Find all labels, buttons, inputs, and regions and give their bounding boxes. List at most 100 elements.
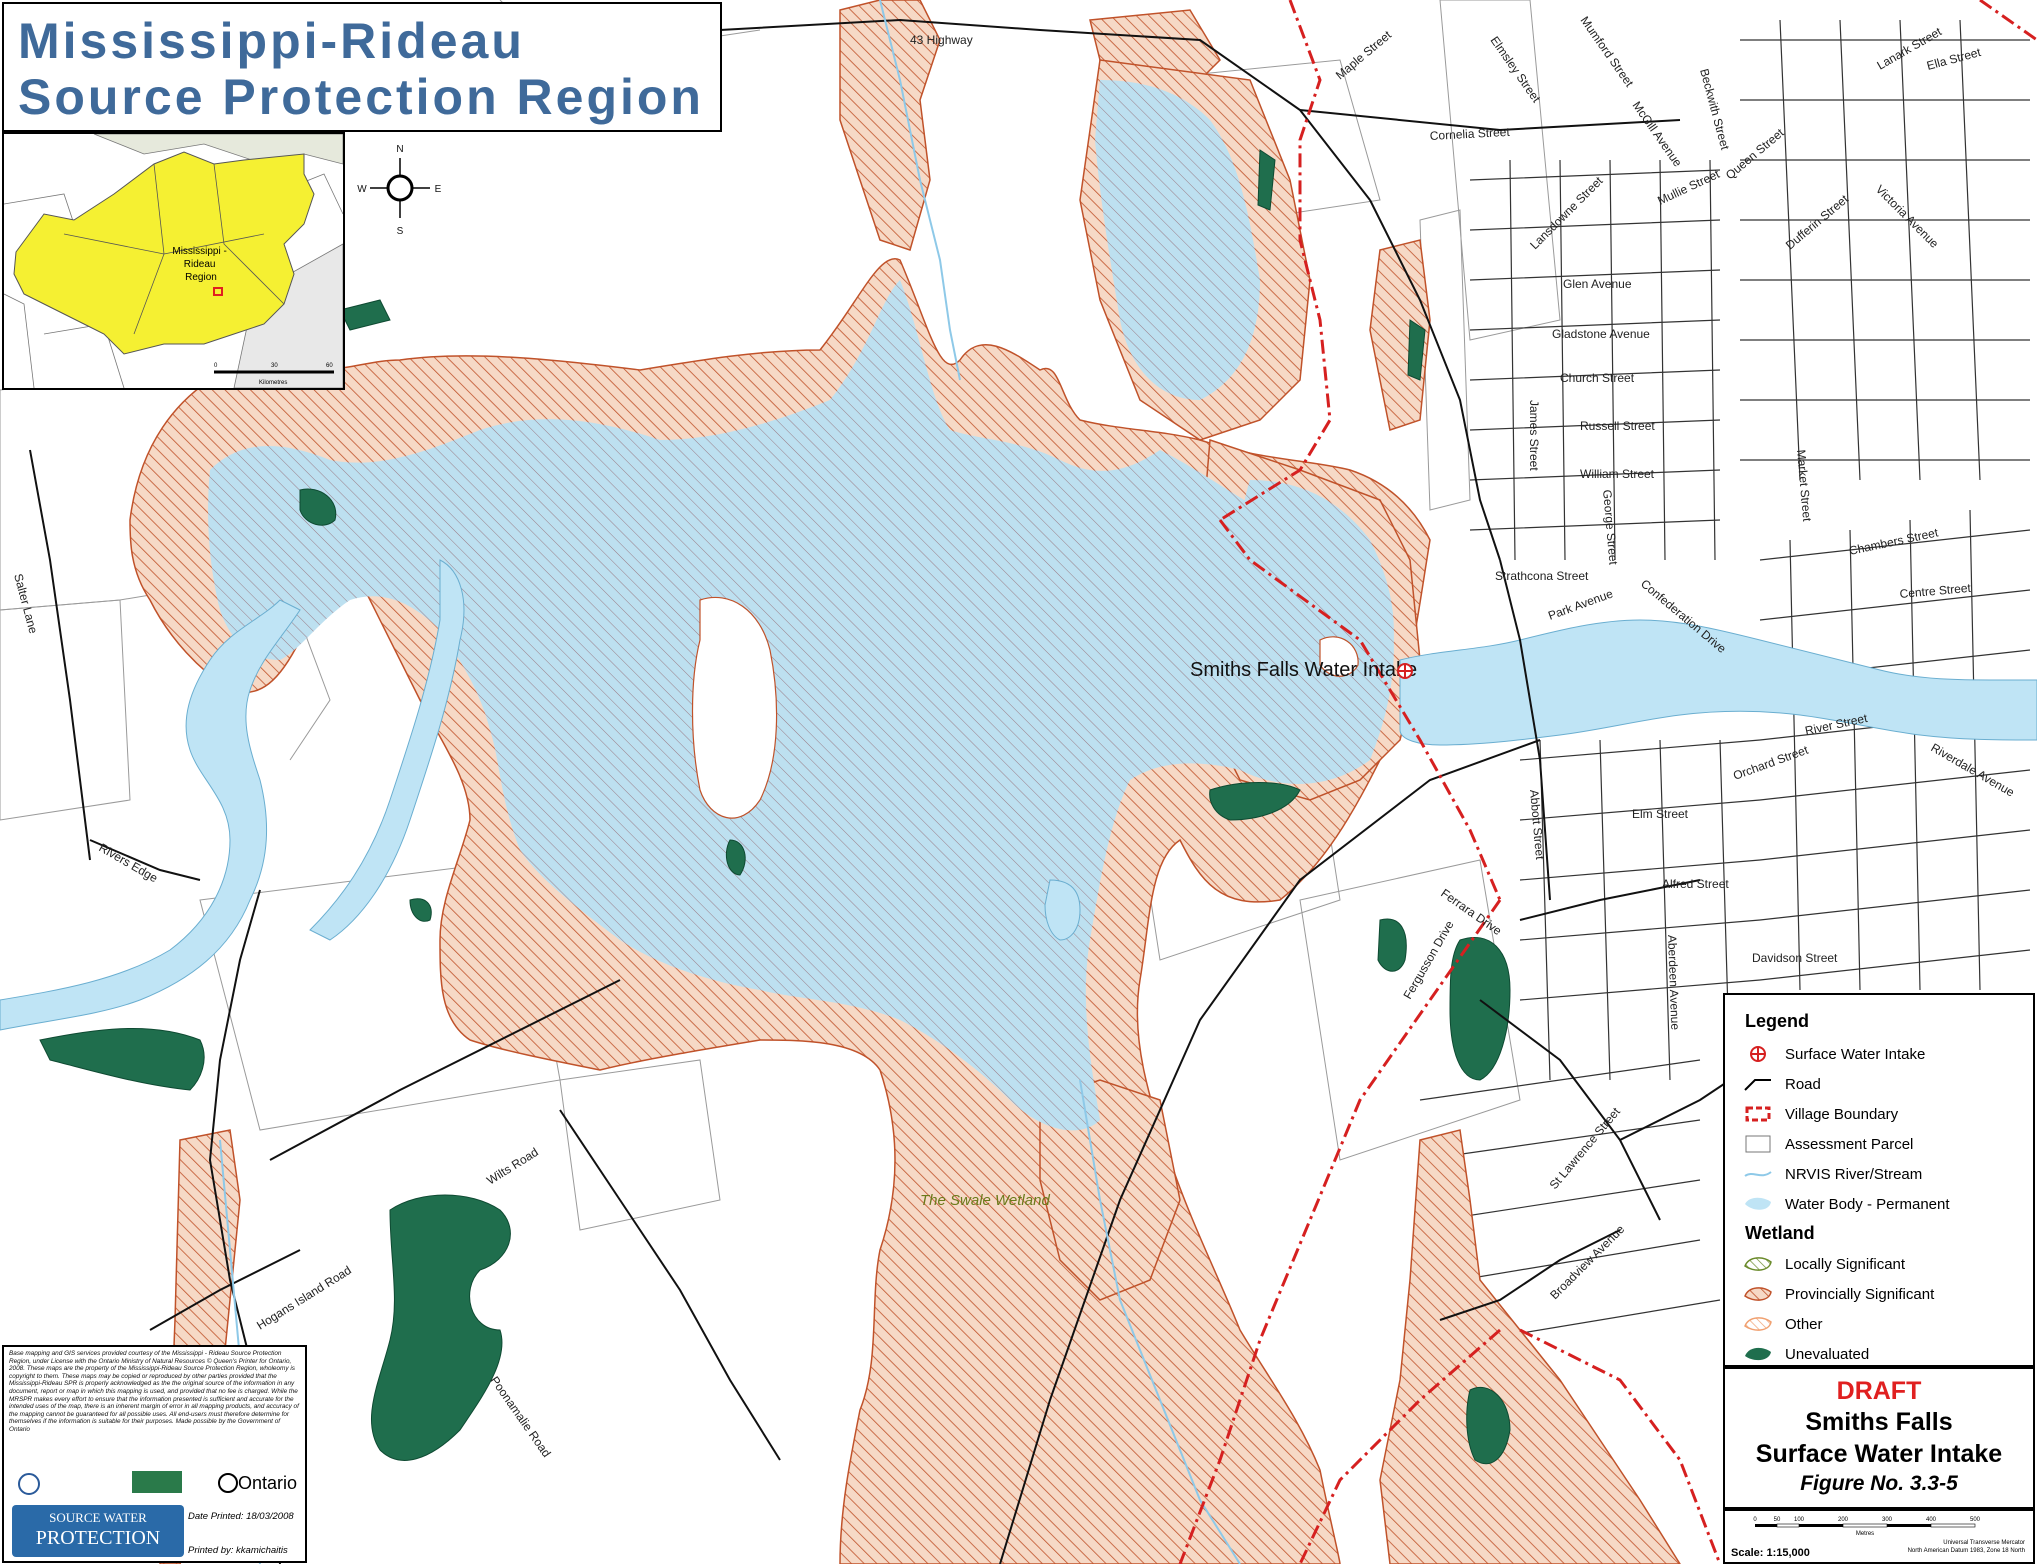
scale-tick-0: 0	[1753, 1517, 1757, 1523]
scale-block: 0 50 100 200 300 400 500 Metres Universa…	[1723, 1509, 2035, 1564]
legend-label-stream: NRVIS River/Stream	[1785, 1165, 1923, 1183]
legend-item-other-wetland: Other	[1743, 1313, 1823, 1335]
legend-item-local-wetland: Locally Significant	[1743, 1253, 1905, 1275]
local-wetland-icon	[1743, 1254, 1773, 1274]
intake-icon	[1743, 1044, 1773, 1064]
legend-item-water: Water Body - Permanent	[1743, 1193, 1950, 1215]
legend-title: Legend	[1745, 1011, 1810, 1031]
north-arrow-n: N	[396, 144, 403, 155]
intake-label: Smiths Falls Water Intake	[1190, 659, 1417, 681]
scale-tick-100: 100	[1794, 1517, 1805, 1523]
legend-label-water: Water Body - Permanent	[1785, 1195, 1950, 1213]
legend-label-intake: Surface Water Intake	[1785, 1045, 1926, 1063]
inset-region-label-line1: Mississippi -	[172, 246, 226, 257]
unevaluated-wetlands	[39, 149, 1511, 1465]
road-label-james: James Street	[1527, 400, 1541, 471]
swp-logo-line2: PROTECTION	[35, 1527, 161, 1549]
road-label-market: Market Street	[1794, 449, 1814, 523]
north-arrow: N S E W	[357, 144, 441, 237]
swp-logo-line1: SOURCE WATER	[49, 1510, 147, 1525]
source-water-protection-logo: SOURCE WATER PROTECTION	[12, 1505, 184, 1557]
water-bodies	[0, 559, 2037, 1031]
legend-item-stream: NRVIS River/Stream	[1743, 1163, 1922, 1185]
legend-item-road: Road	[1743, 1073, 1821, 1095]
road-label-abbott: Abbott Street	[1527, 789, 1547, 861]
road-label-strathcona: Strathcona Street	[1495, 569, 1589, 583]
inset-region-label-line3: Region	[185, 272, 217, 283]
legend-item-parcel: Assessment Parcel	[1743, 1133, 1913, 1155]
scale-tick-200: 200	[1838, 1517, 1849, 1523]
inset-region-label: Mississippi - Rideau Region	[172, 246, 229, 283]
north-arrow-e: E	[435, 184, 442, 195]
scale-tick-500: 500	[1970, 1517, 1981, 1523]
road-label-george: George Street	[1600, 489, 1621, 566]
scale-tick-400: 400	[1926, 1517, 1937, 1523]
map-legend: Legend Surface Water Intake Road Village…	[1723, 993, 2035, 1367]
road-label-highway: 43 Highway	[910, 33, 973, 47]
wetland-name-label: The Swale Wetland	[920, 1192, 1050, 1209]
legend-label-other-wetland: Other	[1785, 1315, 1823, 1333]
figure-title-line2: Surface Water Intake	[1755, 1440, 2003, 1468]
legend-item-intake: Surface Water Intake	[1743, 1043, 1925, 1065]
legend-label-boundary: Village Boundary	[1785, 1105, 1899, 1123]
intake-marker[interactable]	[1397, 663, 1413, 679]
credits-block: Base mapping and GIS services provided c…	[2, 1345, 307, 1563]
figure-number: Figure No. 3.3-5	[1800, 1472, 1958, 1495]
ontario-logo-text: Ontario	[238, 1473, 298, 1493]
provincial-wetland-icon	[1743, 1284, 1773, 1304]
scale-units: Metres	[1856, 1531, 1874, 1537]
road-label-glen: Glen Avenue	[1563, 277, 1632, 291]
road-label-alfred: Alfred Street	[1662, 877, 1729, 891]
north-arrow-w: W	[357, 184, 367, 195]
inset-scale-mid: 30	[271, 363, 278, 369]
road-label-aberdeen: Aberdeen Avenue	[1665, 935, 1682, 1031]
inset-scale-right: 60	[326, 363, 333, 369]
conservation-logo-icon	[18, 1473, 40, 1495]
legend-item-boundary: Village Boundary	[1743, 1103, 1898, 1125]
road-label-church: Church Street	[1560, 371, 1635, 385]
road-label-elm: Elm Street	[1632, 807, 1689, 821]
boundary-icon	[1743, 1104, 1773, 1124]
scale-tick-300: 300	[1882, 1517, 1893, 1523]
date-printed: Date Printed: 18/03/2008	[188, 1511, 294, 1522]
parcel-icon	[1743, 1134, 1773, 1154]
road-label-russell: Russell Street	[1580, 419, 1655, 433]
draft-label: DRAFT	[1836, 1377, 1922, 1405]
scale-datum: North American Datum 1983, Zone 18 North	[1908, 1548, 2025, 1554]
legend-label-local-wetland: Locally Significant	[1785, 1255, 1906, 1273]
legend-label-unevaluated-wetland: Unevaluated	[1785, 1345, 1870, 1363]
figure-title-line1: Smiths Falls	[1805, 1408, 1953, 1436]
legend-item-unevaluated-wetland: Unevaluated	[1743, 1343, 1869, 1365]
scale-bar	[1755, 1523, 1976, 1528]
map-title-line2: Source Protection Region	[18, 69, 704, 125]
inset-location-marker	[213, 287, 223, 296]
legend-wetland-heading: Wetland	[1745, 1223, 1815, 1243]
other-wetland-icon	[1743, 1314, 1773, 1334]
wetland-interior-patches	[691, 596, 1359, 819]
printed-by: Printed by: kkamichaitis	[188, 1545, 288, 1556]
disclaimer-text: Base mapping and GIS services provided c…	[9, 1350, 299, 1433]
legend-label-road: Road	[1785, 1075, 1821, 1093]
inset-scale-units: Kilometres	[259, 380, 287, 386]
roads	[29, 18, 1761, 1564]
village-boundary	[1178, 0, 2037, 1564]
feature-labels: Smiths Falls Water Intake The Swale Wetl…	[920, 659, 1417, 1209]
road-label-davidson: Davidson Street	[1752, 951, 1838, 965]
map-title-line1: Mississippi-Rideau	[18, 13, 525, 69]
road-label-centre: Centre Street	[1899, 581, 1972, 601]
valley-logo-icon	[132, 1471, 182, 1493]
partner-logos: Ontario	[12, 1467, 302, 1497]
road-label-william: William Street	[1580, 467, 1655, 481]
inset-scale-left: 0	[214, 363, 218, 369]
inset-region-label-line2: Rideau	[184, 259, 216, 270]
legend-label-provincial-wetland: Provincially Significant	[1785, 1285, 1935, 1303]
scale-projection: Universal Transverse Mercator	[1943, 1540, 2025, 1546]
map-title-box: Mississippi-Rideau Source Protection Reg…	[2, 2, 722, 132]
road-icon	[1743, 1074, 1773, 1094]
water-icon	[1743, 1194, 1773, 1214]
scale-ratio: Scale: 1:15,000	[1731, 1547, 1810, 1559]
north-arrow-s: S	[397, 226, 404, 237]
trillium-icon	[218, 1473, 238, 1493]
legend-item-provincial-wetland: Provincially Significant	[1743, 1283, 1934, 1305]
